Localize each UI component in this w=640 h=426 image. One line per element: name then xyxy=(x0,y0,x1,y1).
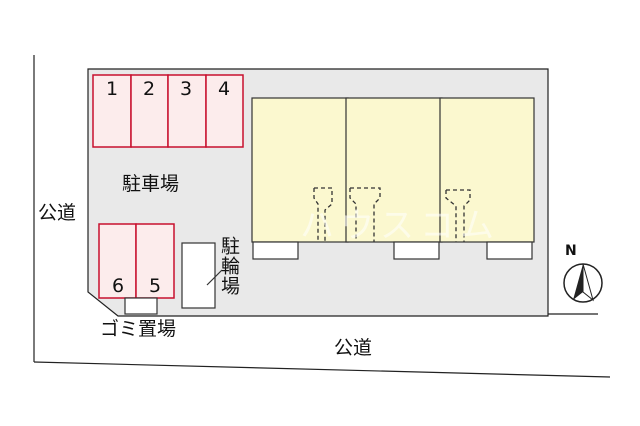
bicycle-parking-label: 駐輪場 xyxy=(218,236,240,296)
public-road-bottom-label: 公道 xyxy=(334,337,373,359)
slot-label-1: 1 xyxy=(105,78,119,100)
slot-label-2: 2 xyxy=(142,78,156,100)
garbage-box xyxy=(124,297,158,315)
slot-label-4: 4 xyxy=(217,78,231,100)
parking-slot-4 xyxy=(205,74,244,148)
entrance-path-3 xyxy=(445,189,471,242)
watermark: ハウスコム xyxy=(300,206,500,246)
balcony-2 xyxy=(393,241,440,260)
compass-icon xyxy=(563,263,603,303)
building-unit-1 xyxy=(251,97,349,243)
road-bottom-line xyxy=(33,361,611,378)
compass-north-label: N xyxy=(565,243,577,259)
bicycle-box xyxy=(181,242,216,309)
parking-slot-5 xyxy=(135,223,175,299)
entrance-path-1 xyxy=(313,187,333,242)
slot-label-5: 5 xyxy=(148,275,162,297)
parking-slot-6 xyxy=(98,223,137,299)
garbage-area-label: ゴミ置場 xyxy=(100,318,177,340)
balcony-1 xyxy=(252,241,299,260)
slot-label-3: 3 xyxy=(179,78,193,100)
slot-label-6: 6 xyxy=(111,275,125,297)
car-parking-label: 駐車場 xyxy=(122,173,180,195)
balcony-3 xyxy=(486,241,533,260)
entrance-path-2 xyxy=(349,187,381,242)
building-unit-3 xyxy=(439,97,535,243)
public-road-left-label: 公道 xyxy=(38,202,77,224)
bicycle-leader-line xyxy=(206,269,223,286)
